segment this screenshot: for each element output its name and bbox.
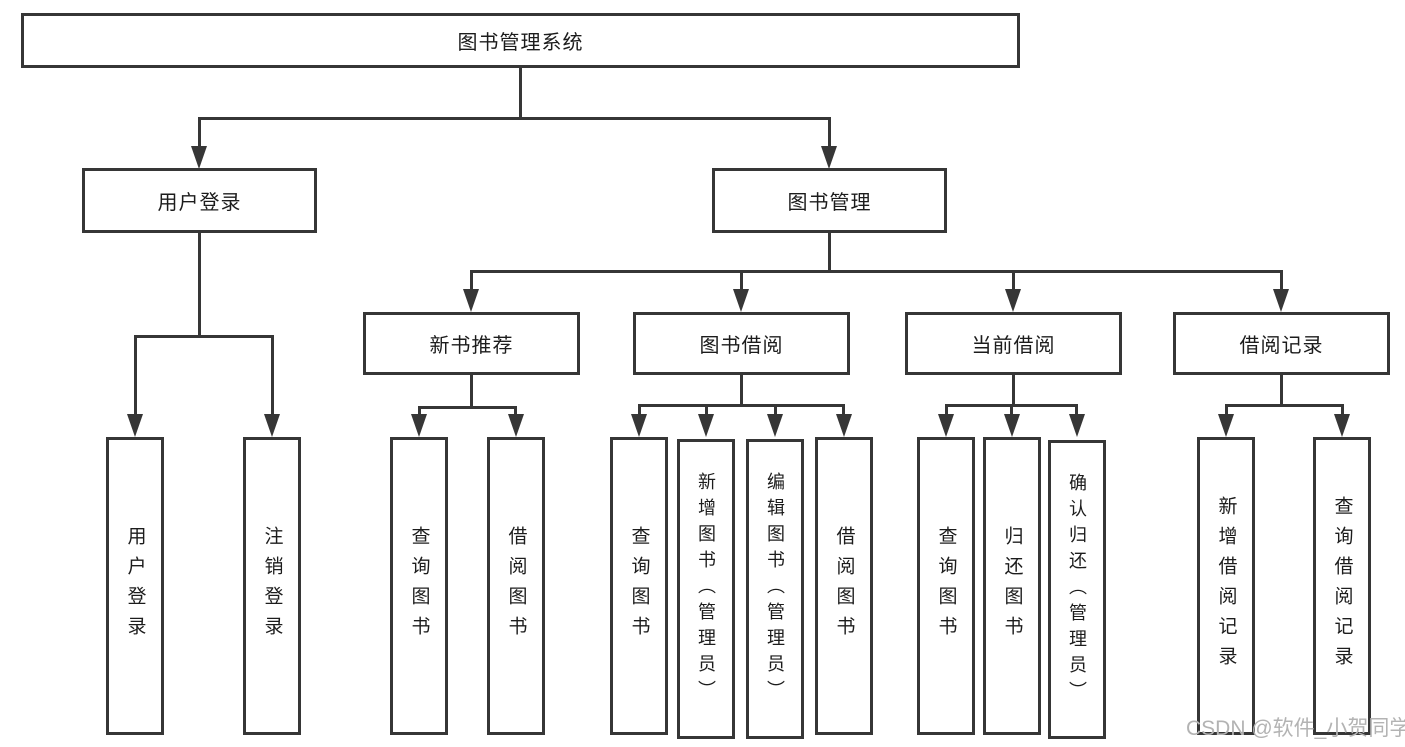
connector-line xyxy=(1341,404,1344,418)
node-book-management: 图书管理 xyxy=(712,168,947,233)
connector-line xyxy=(945,404,948,418)
node-label: 图书管理系统 xyxy=(457,32,584,54)
leaf-borrow-books-borrowing: 借阅图书 xyxy=(815,437,873,735)
leaf-logout: 注销登录 xyxy=(243,437,301,735)
connector-line xyxy=(134,335,137,419)
node-book-borrowing: 图书借阅 xyxy=(633,312,850,375)
node-label: 新书推荐 xyxy=(429,335,514,357)
leaf-user-login: 用户登录 xyxy=(106,437,164,735)
node-label: 图书借阅 xyxy=(699,335,784,357)
leaf-query-books-current: 查询图书 xyxy=(917,437,975,735)
connector-line xyxy=(470,375,473,408)
arrow-down-icon xyxy=(1004,414,1020,437)
leaf-query-borrow-record: 查询借阅记录 xyxy=(1313,437,1371,735)
node-label: 用户登录 xyxy=(157,192,242,214)
node-label: 注销登录 xyxy=(261,526,283,646)
node-label: 图书管理 xyxy=(787,192,872,214)
arrow-down-icon xyxy=(127,414,143,437)
connector-line xyxy=(1225,404,1343,407)
connector-line xyxy=(1075,404,1078,418)
arrow-down-icon xyxy=(938,414,954,437)
connector-line xyxy=(1010,404,1013,418)
arrow-down-icon xyxy=(631,414,647,437)
arrow-down-icon xyxy=(191,146,207,169)
node-label: 借阅图书 xyxy=(833,526,855,646)
connector-line xyxy=(705,404,708,418)
arrow-down-icon xyxy=(411,414,427,437)
connector-line xyxy=(271,335,274,419)
node-borrowing-records: 借阅记录 xyxy=(1173,312,1390,375)
leaf-query-books-recommend: 查询图书 xyxy=(390,437,448,735)
connector-line xyxy=(198,233,201,335)
connector-line xyxy=(828,117,831,149)
arrow-down-icon xyxy=(836,414,852,437)
csdn-watermark: CSDN @软件_小贺同学 xyxy=(1186,717,1405,740)
node-label: 归还图书 xyxy=(1001,526,1023,646)
connector-line xyxy=(1012,270,1015,292)
leaf-add-borrow-record: 新增借阅记录 xyxy=(1197,437,1255,735)
connector-line xyxy=(514,406,517,418)
arrow-down-icon xyxy=(1273,289,1289,312)
leaf-add-book-admin: 新增图书（管理员） xyxy=(677,439,735,739)
leaf-borrow-books-recommend: 借阅图书 xyxy=(487,437,545,735)
connector-line xyxy=(199,117,831,120)
arrow-down-icon xyxy=(733,289,749,312)
arrow-down-icon xyxy=(1069,414,1085,437)
connector-line xyxy=(470,270,473,292)
arrow-down-icon xyxy=(264,414,280,437)
connector-line xyxy=(470,270,1282,273)
node-label: 当前借阅 xyxy=(971,335,1056,357)
node-label: 新增借阅记录 xyxy=(1215,496,1237,676)
node-label: 确认归还（管理员） xyxy=(1067,472,1087,707)
connector-line xyxy=(638,404,641,418)
arrow-down-icon xyxy=(698,414,714,437)
node-label: 查询图书 xyxy=(935,526,957,646)
connector-line xyxy=(1225,404,1228,418)
arrow-down-icon xyxy=(821,146,837,169)
connector-line xyxy=(842,404,845,418)
node-current-borrowing: 当前借阅 xyxy=(905,312,1122,375)
node-label: 查询图书 xyxy=(628,526,650,646)
connector-line xyxy=(740,375,743,406)
connector-line xyxy=(638,404,844,407)
node-label: 编辑图书（管理员） xyxy=(765,472,785,706)
connector-line xyxy=(1280,270,1283,292)
connector-line xyxy=(519,68,522,117)
connector-line xyxy=(134,335,273,338)
connector-line xyxy=(418,406,421,418)
node-library-management-system: 图书管理系统 xyxy=(21,13,1020,68)
arrow-down-icon xyxy=(767,414,783,437)
node-label: 新增图书（管理员） xyxy=(696,472,716,706)
node-label: 借阅记录 xyxy=(1239,335,1324,357)
node-new-book-recommendation: 新书推荐 xyxy=(363,312,580,375)
arrow-down-icon xyxy=(1334,414,1350,437)
node-label: 用户登录 xyxy=(124,526,146,646)
connector-line xyxy=(1280,375,1283,406)
arrow-down-icon xyxy=(1005,289,1021,312)
node-label: 借阅图书 xyxy=(505,526,527,646)
node-label: 查询图书 xyxy=(408,526,430,646)
node-user-login: 用户登录 xyxy=(82,168,317,233)
leaf-confirm-return-admin: 确认归还（管理员） xyxy=(1048,440,1106,739)
arrow-down-icon xyxy=(508,414,524,437)
node-label: 查询借阅记录 xyxy=(1331,496,1353,676)
connector-line xyxy=(740,270,743,292)
connector-line xyxy=(1012,375,1015,406)
leaf-edit-book-admin: 编辑图书（管理员） xyxy=(746,439,804,739)
connector-line xyxy=(198,117,201,149)
arrow-down-icon xyxy=(463,289,479,312)
leaf-return-book: 归还图书 xyxy=(983,437,1041,735)
connector-line xyxy=(774,404,777,418)
connector-line xyxy=(828,233,831,273)
leaf-query-books-borrowing: 查询图书 xyxy=(610,437,668,735)
arrow-down-icon xyxy=(1218,414,1234,437)
connector-line xyxy=(418,406,517,409)
